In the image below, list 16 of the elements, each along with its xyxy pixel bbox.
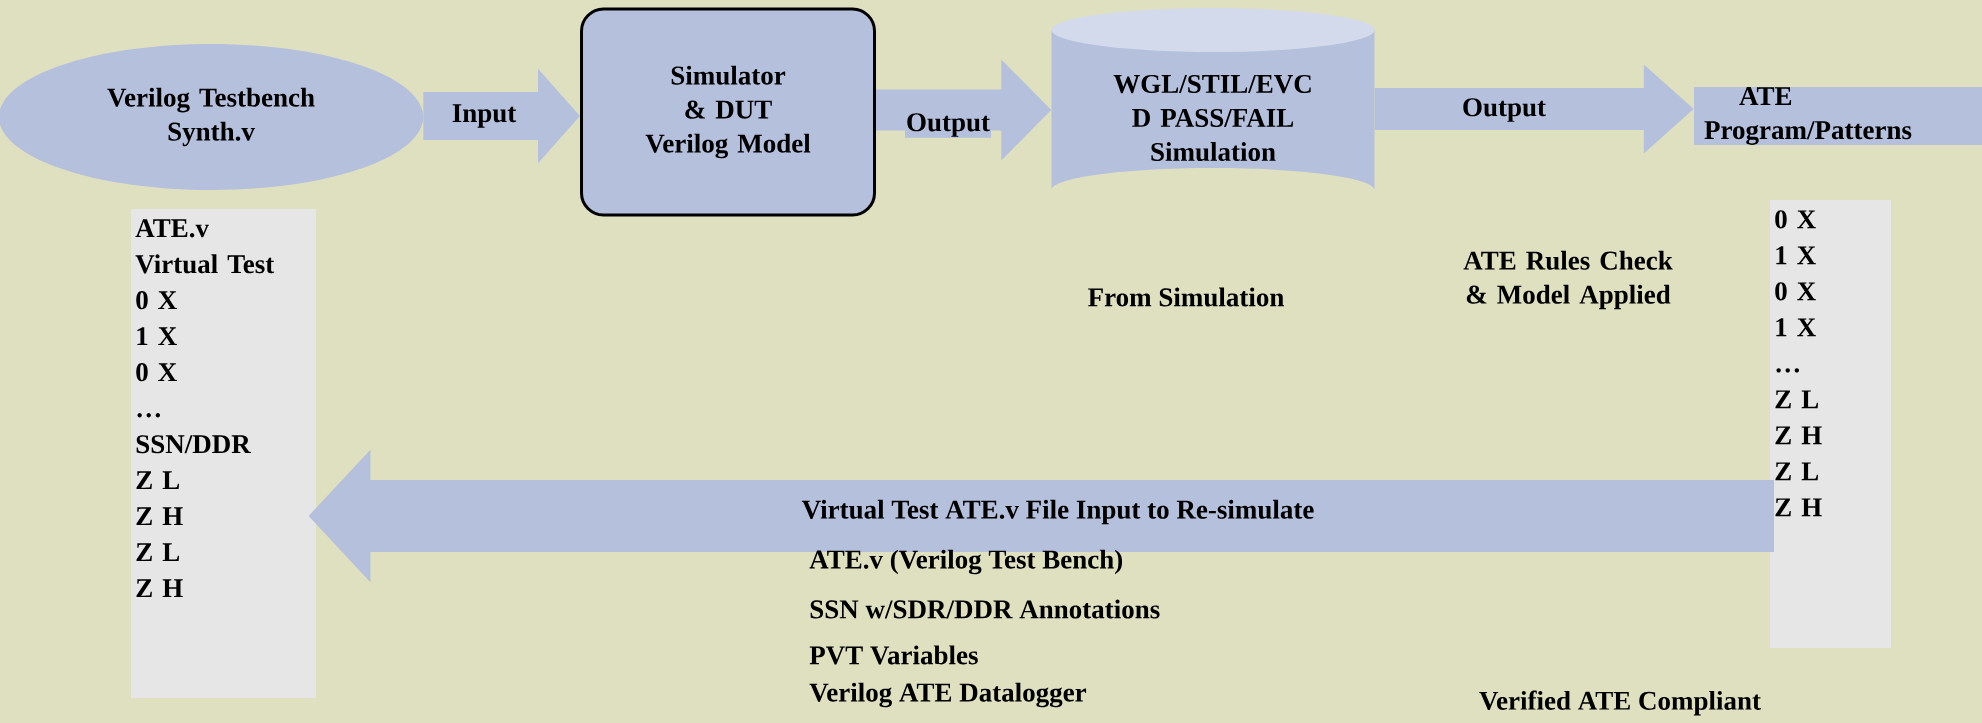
note-text: ATE.v (Verilog Test Bench)	[809, 549, 1123, 575]
note-text: ATE Rules Check & Model Applied	[1463, 250, 1673, 310]
list-panel: 0 X 1 X 0 X 1 X … Z L Z H Z L Z H	[1770, 200, 1891, 648]
edge-label: Output	[1461, 97, 1547, 123]
database-cylinder: WGL/STIL/EVC D PASS/FAIL Simulation	[1051, 8, 1375, 190]
note-text: SSN w/SDR/DDR Annotations	[810, 599, 1160, 619]
edge-label: Virtual Test ATE.v File Input to Re-simulate	[800, 498, 1316, 526]
note-text: Verilog ATE Datalogger	[809, 682, 1087, 708]
list-panel: ATE.v Virtual Test 0 X 1 X 0 X … SSN/DDR Z L Z H Z L Z H	[131, 209, 316, 698]
edge-label: Output	[905, 112, 992, 138]
note-text: Verified ATE Compliant	[1479, 690, 1761, 716]
process-box: Simulator & DUT Verilog Model	[580, 7, 876, 217]
output-band: ATE Program/Patterns	[1694, 87, 1982, 145]
edge-label: Input	[450, 103, 518, 129]
note-text: From Simulation	[1088, 287, 1284, 307]
note-text: PVT Variables	[809, 645, 978, 665]
